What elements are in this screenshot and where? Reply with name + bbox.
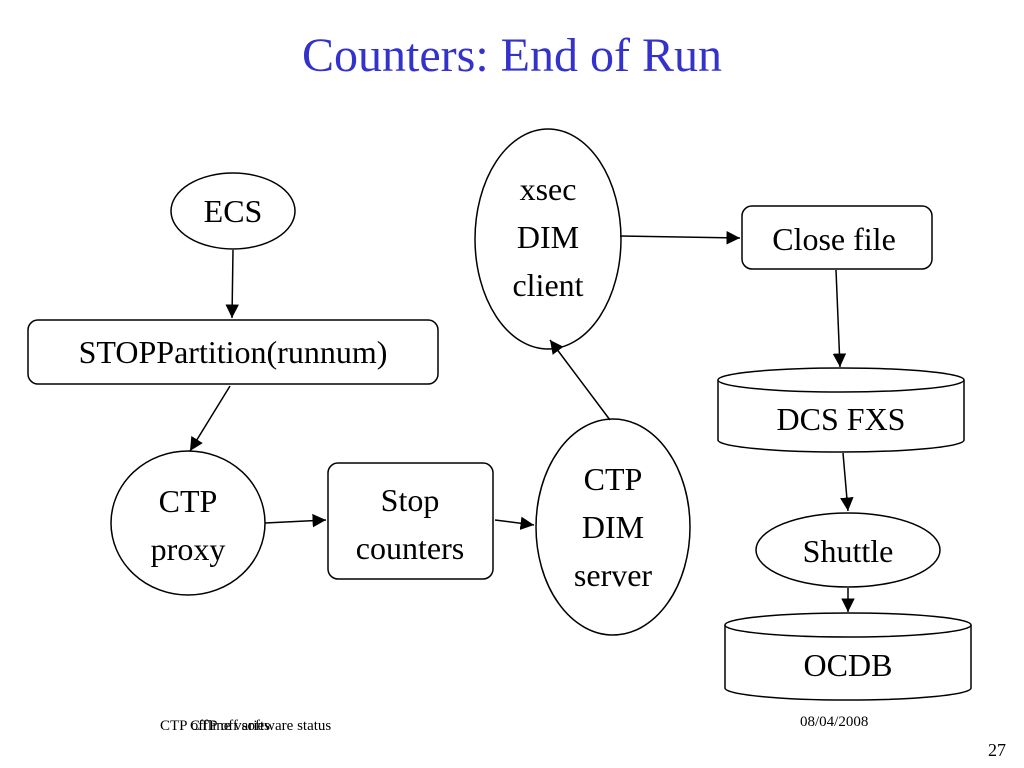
xsec-dim-client-label-1: xsec bbox=[520, 171, 577, 207]
stop-partition-label: STOPPartition(runnum) bbox=[79, 334, 388, 370]
xsec-dim-client-label-2: DIM bbox=[517, 219, 579, 255]
arrow-ecs-to-stop-partition bbox=[225, 249, 239, 319]
ctp-dim-server-label-2: DIM bbox=[582, 509, 644, 545]
stop-counters-node: Stop counters bbox=[327, 462, 494, 580]
stop-counters-label-2: counters bbox=[356, 530, 464, 566]
shuttle-node: Shuttle bbox=[755, 512, 941, 588]
close-file-label: Close file bbox=[772, 221, 896, 257]
xsec-dim-client-node: xsec DIM client bbox=[474, 128, 622, 350]
ctp-dim-server-node: CTP DIM server bbox=[535, 418, 691, 636]
footer-left-text-a: CTP offline varies bbox=[160, 718, 270, 734]
ocdb-node: OCDB bbox=[724, 612, 972, 701]
arrow-ctp-dim-server-to-xsec-dim-client bbox=[549, 339, 611, 421]
ctp-proxy-node: CTP proxy bbox=[110, 450, 266, 596]
xsec-dim-client-label-3: client bbox=[512, 267, 583, 303]
arrow-dcs-fxs-to-shuttle bbox=[840, 452, 854, 512]
stop-counters-label-1: Stop bbox=[381, 482, 440, 518]
ctp-proxy-label-1: CTP bbox=[159, 483, 218, 519]
arrow-stop-partition-to-ctp-proxy bbox=[189, 385, 231, 452]
ctp-dim-server-label-3: server bbox=[574, 557, 653, 593]
ecs-node: ECS bbox=[170, 172, 296, 250]
arrow-close-file-to-dcs-fxs bbox=[832, 269, 847, 368]
shuttle-label: Shuttle bbox=[803, 533, 894, 569]
ocdb-label: OCDB bbox=[804, 647, 893, 683]
stop-partition-node: STOPPartition(runnum) bbox=[27, 319, 439, 385]
ctp-proxy-label-2: proxy bbox=[151, 531, 226, 567]
page-number: 27 bbox=[988, 740, 1006, 760]
dcs-fxs-node: DCS FXS bbox=[717, 367, 965, 453]
slide-title: Counters: End of Run bbox=[302, 29, 722, 82]
close-file-node: Close file bbox=[741, 205, 933, 270]
arrow-xsec-dim-client-to-close-file bbox=[619, 231, 741, 245]
ecs-label: ECS bbox=[204, 193, 263, 229]
footer-date: 08/04/2008 bbox=[800, 714, 869, 730]
ctp-dim-server-label-1: CTP bbox=[584, 461, 643, 497]
arrow-stop-counters-to-ctp-dim-server bbox=[494, 516, 535, 530]
footer-left-text-b: CTP off software status bbox=[190, 718, 332, 734]
arrow-ctp-proxy-to-stop-counters bbox=[264, 513, 327, 528]
dcs-fxs-label: DCS FXS bbox=[777, 401, 906, 437]
